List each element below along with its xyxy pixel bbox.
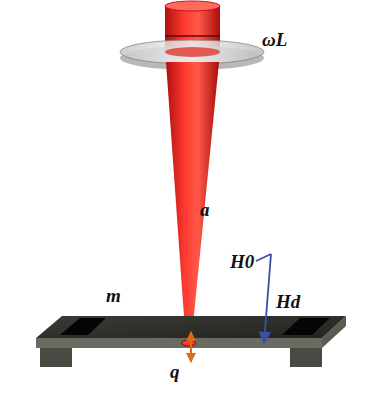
symbol-label: m bbox=[106, 286, 121, 305]
field-arrow bbox=[264, 254, 271, 343]
beam-front bbox=[36, 338, 322, 348]
laser-spot bbox=[182, 340, 196, 346]
beam-top bbox=[165, 1, 220, 11]
symbol-label: ωL bbox=[262, 30, 287, 49]
pad bbox=[60, 318, 106, 335]
field-line bbox=[256, 254, 271, 261]
symbol-label: Hd bbox=[276, 292, 300, 311]
beam-ring bbox=[165, 35, 220, 37]
support bbox=[290, 347, 322, 367]
symbol-label: q bbox=[170, 362, 180, 381]
lens bbox=[120, 40, 264, 64]
focused-beam bbox=[166, 62, 219, 345]
displacement-arrow bbox=[190, 332, 192, 362]
symbol-label: H0 bbox=[230, 252, 254, 271]
pad bbox=[282, 318, 330, 335]
symbol-label: a bbox=[200, 200, 210, 219]
beam-through-lens bbox=[165, 47, 220, 57]
support bbox=[40, 347, 72, 367]
